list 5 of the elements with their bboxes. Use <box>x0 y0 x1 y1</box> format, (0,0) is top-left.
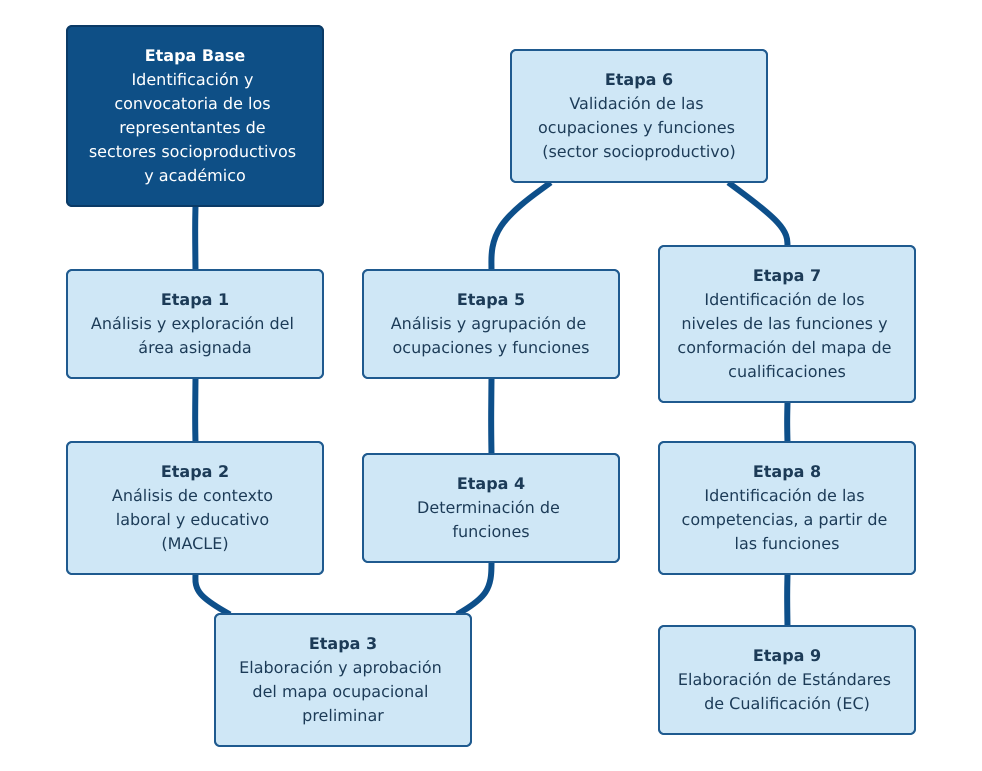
connector <box>488 378 494 454</box>
connector <box>784 574 790 626</box>
connector <box>192 378 198 442</box>
connector <box>192 206 198 270</box>
connector <box>784 402 790 442</box>
